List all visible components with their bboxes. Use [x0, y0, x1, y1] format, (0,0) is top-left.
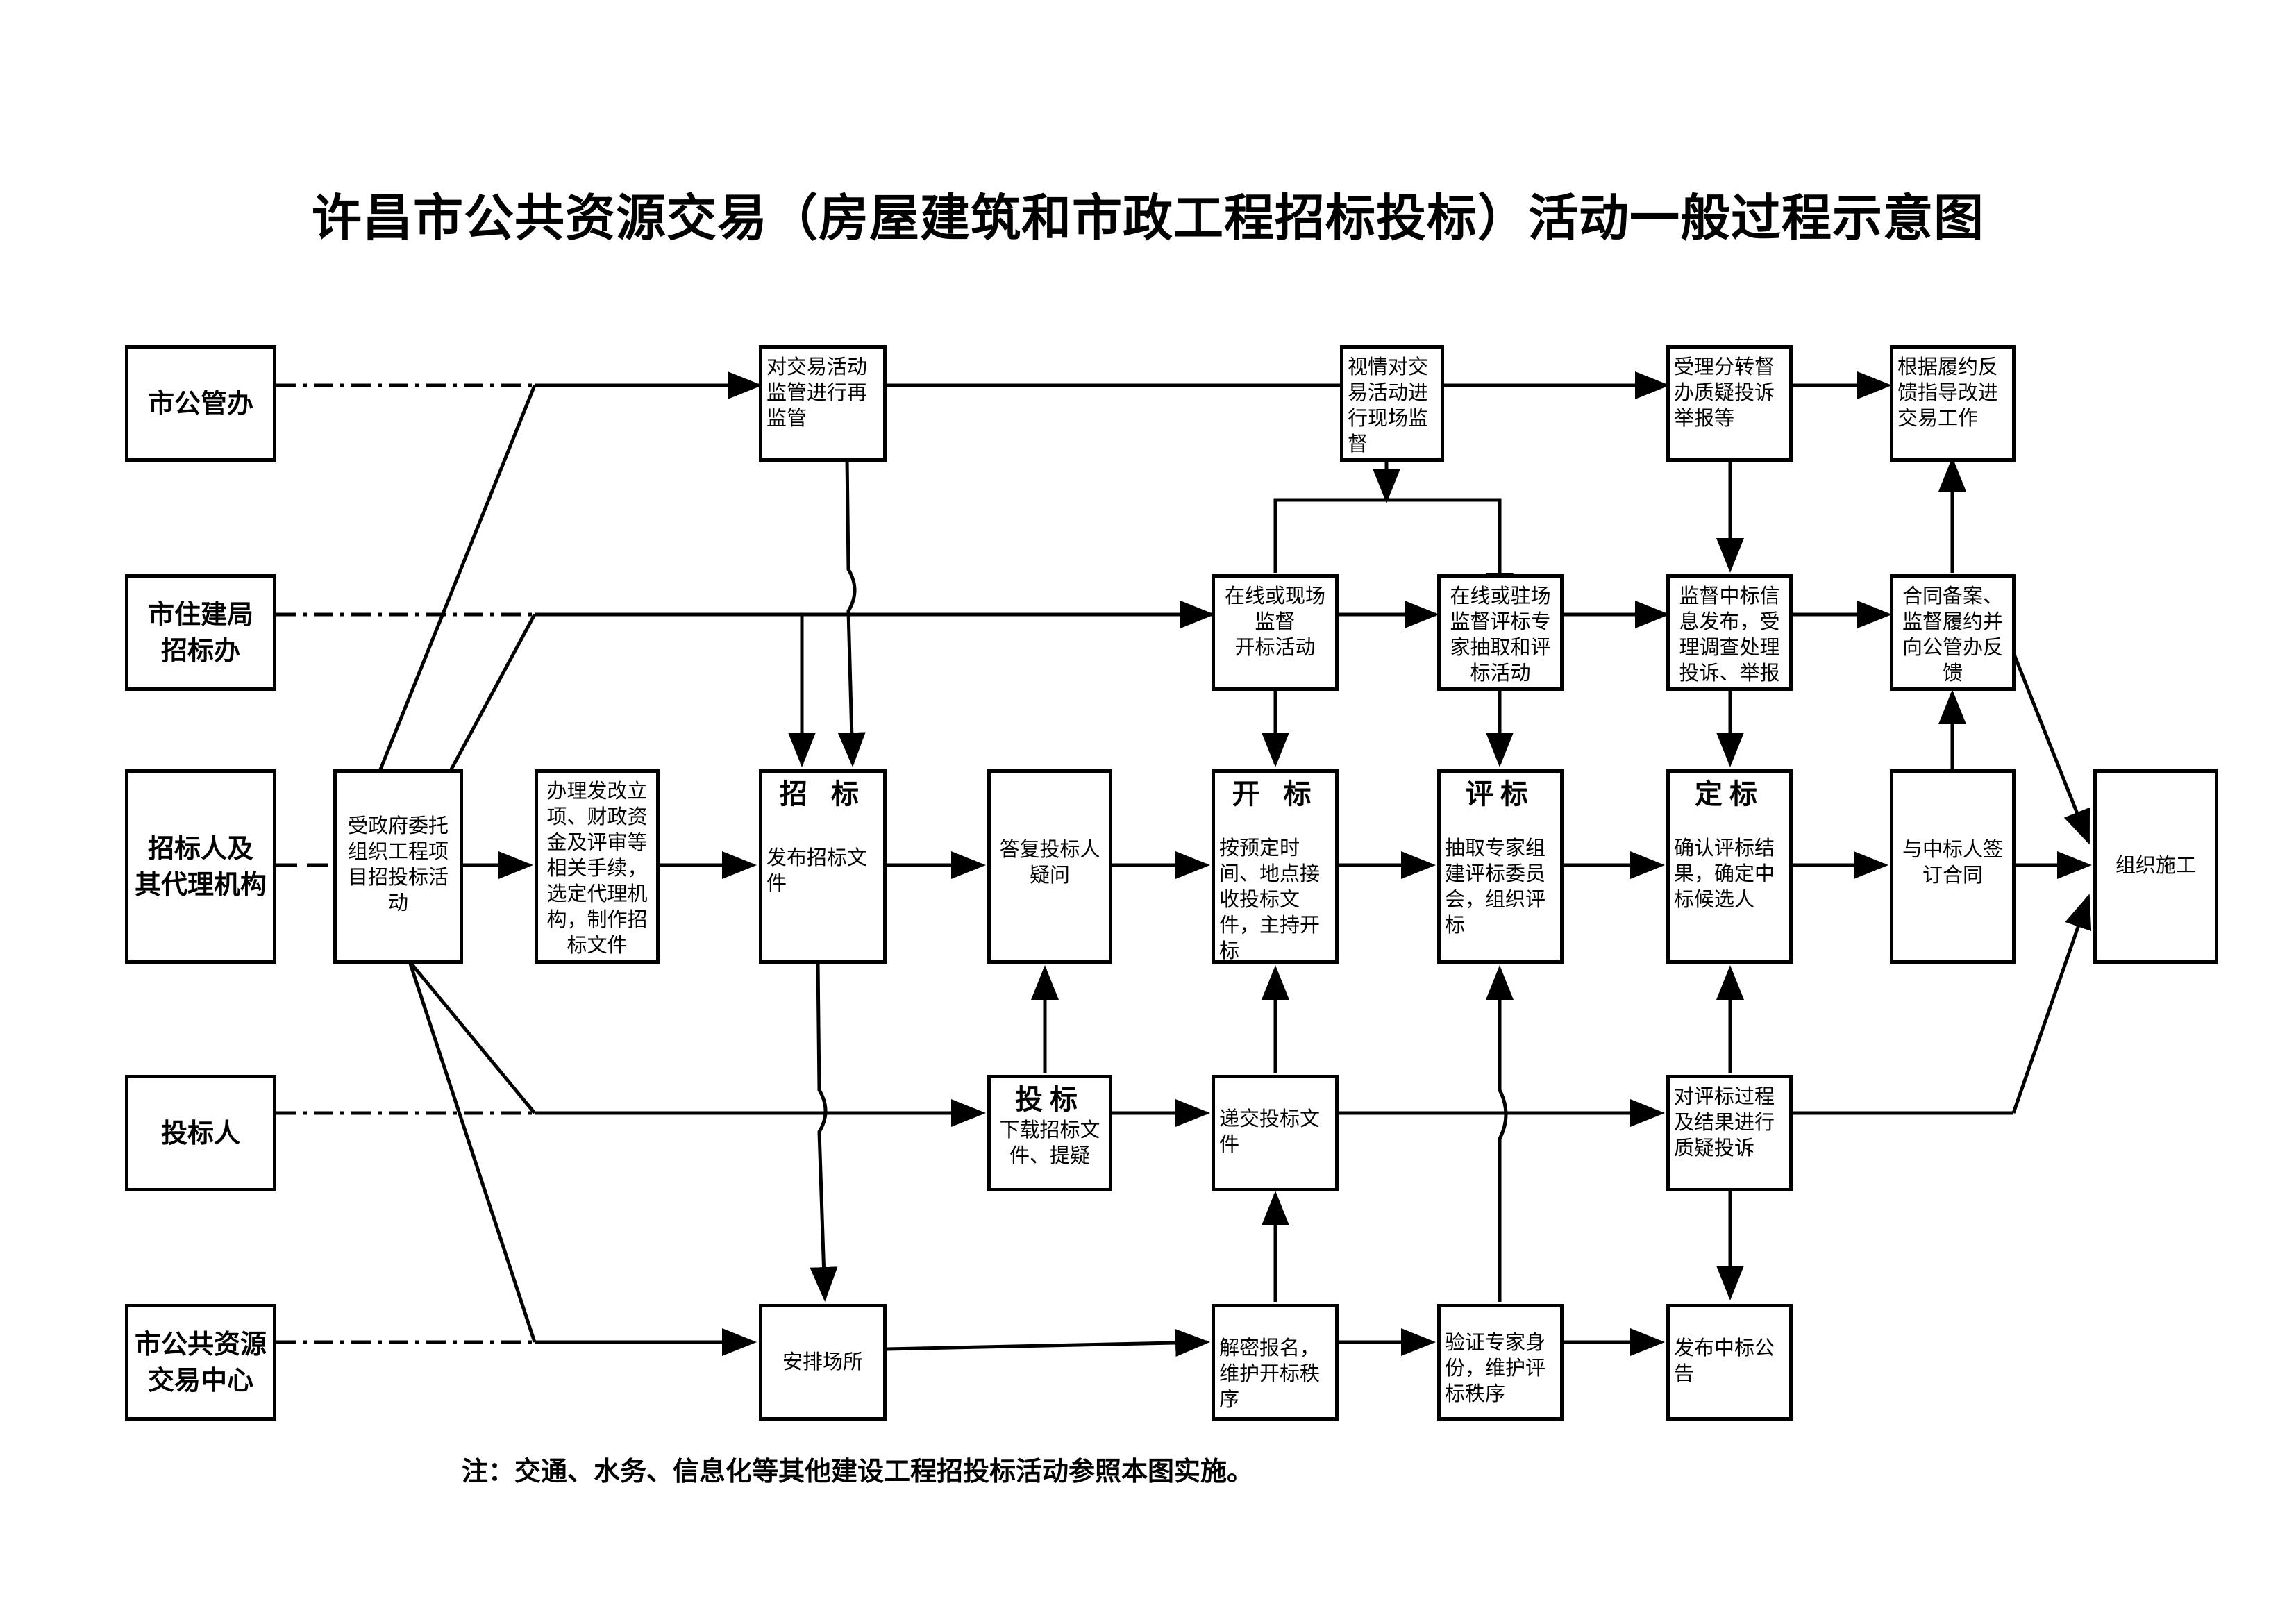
- verify-expert-box: 验证专家身份，维护评标秩序: [1437, 1304, 1564, 1421]
- guide-improve-box: 根据履约反馈指导改进交易工作: [1890, 345, 2016, 462]
- diagram-title: 许昌市公共资源交易（房屋建筑和市政工程招标投标）活动一般过程示意图: [311, 189, 1984, 247]
- role-housing-bureau: 市住建局 招标办: [125, 574, 276, 691]
- role-trading-center: 市公共资源 交易中心: [125, 1304, 276, 1421]
- venue-box: 安排场所: [759, 1304, 887, 1421]
- open-supervise-box: 在线或现场 监督 开标活动: [1212, 574, 1339, 691]
- decrypt-box: 解密报名，维护开标秩序: [1212, 1304, 1339, 1421]
- contract-filing-box: 合同备案、监督履约并向公管办反馈: [1890, 574, 2016, 691]
- contract-box: 与中标人签订合同: [1890, 769, 2016, 964]
- entrust-box: 受政府委托组织工程项目招投标活动: [333, 769, 463, 964]
- evaluation-box: 评标抽取专家组建评标委员会，组织评标: [1437, 769, 1564, 964]
- bid-box: 投标下载招标文件、提疑: [987, 1075, 1112, 1191]
- answer-box: 答复投标人疑问: [987, 769, 1112, 964]
- role-tenderee: 招标人及 其代理机构: [125, 769, 276, 964]
- publish-winner-box: 发布中标公告: [1666, 1304, 1793, 1421]
- role-dashdot-lines: [276, 383, 535, 1344]
- winner-publish-box: 监督中标信息发布，受理调查处理投诉、举报: [1666, 574, 1793, 691]
- submit-box: 递交投标文件: [1212, 1075, 1339, 1191]
- complaint-transfer-box: 受理分转督办质疑投诉举报等: [1666, 345, 1793, 462]
- procedures-box: 办理发改立项、财政资金及评审等相关手续，选定代理机构，制作招标文件: [535, 769, 660, 964]
- role-city-office: 市公管办: [125, 345, 276, 462]
- eval-supervise-box: 在线或驻场监督评标专家抽取和评标活动: [1437, 574, 1564, 691]
- role-bidder: 投标人: [125, 1075, 276, 1191]
- decide-box: 定标确认评标结果，确定中标候选人: [1666, 769, 1793, 964]
- resupervise-box: 对交易活动监管进行再监管: [759, 345, 887, 462]
- construction-box: 组织施工: [2093, 769, 2218, 964]
- footnote: 注：交通、水务、信息化等其他建设工程招投标活动参照本图实施。: [462, 1456, 1254, 1487]
- tender-box: 招 标发布招标文件: [759, 769, 887, 964]
- open-box: 开 标按预定时间、地点接收投标文件，主持开标: [1212, 769, 1339, 964]
- complain-box: 对评标过程及结果进行质疑投诉: [1666, 1075, 1793, 1191]
- onsite-supervise-box: 视情对交易活动进行现场监督: [1340, 345, 1444, 462]
